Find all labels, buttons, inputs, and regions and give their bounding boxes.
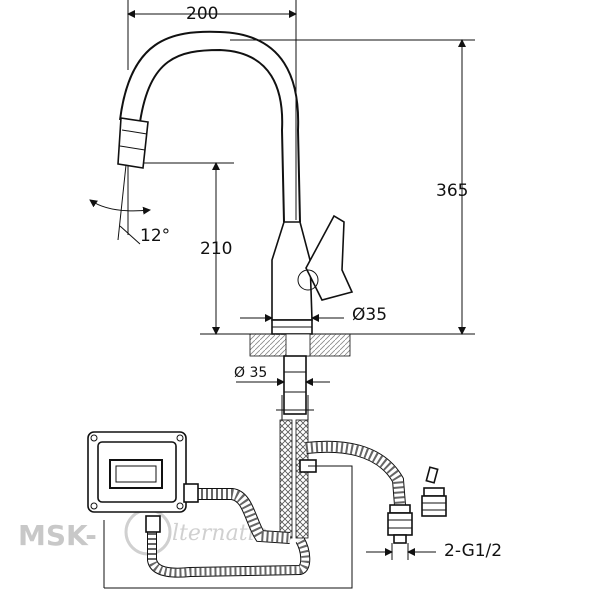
dim-spout-angle-label: 12° bbox=[140, 226, 170, 246]
cabinet-outline bbox=[103, 465, 353, 589]
control-box bbox=[87, 431, 199, 533]
fitting-connectors bbox=[387, 466, 447, 544]
hoses bbox=[147, 419, 406, 578]
countertop bbox=[249, 333, 351, 357]
lever-handle bbox=[305, 214, 354, 301]
shank bbox=[276, 355, 314, 420]
dim-base-diameter: Ø35 bbox=[240, 305, 387, 325]
dim-base-diameter-label: Ø35 bbox=[352, 305, 387, 325]
dim-total-height-label: 365 bbox=[436, 181, 468, 201]
dim-top-width: 200 bbox=[127, 0, 297, 220]
spray-head bbox=[117, 117, 149, 169]
dim-top-width-label: 200 bbox=[186, 4, 218, 24]
watermark-main: MSK- bbox=[18, 519, 97, 552]
dim-spout-height-label: 210 bbox=[200, 239, 232, 259]
dim-hole-diameter-label: Ø 35 bbox=[234, 365, 267, 381]
faucet-body bbox=[117, 30, 354, 335]
dim-hole-diameter: Ø 35 bbox=[234, 365, 330, 386]
dim-total-height: 365 bbox=[230, 39, 475, 335]
dim-connection: 2-G1/2 bbox=[366, 541, 502, 561]
dim-spout-angle: 12° bbox=[89, 164, 170, 246]
faucet-column bbox=[271, 221, 313, 321]
dim-connection-label: 2-G1/2 bbox=[444, 541, 502, 561]
dim-spout-height: 210 bbox=[140, 162, 272, 335]
